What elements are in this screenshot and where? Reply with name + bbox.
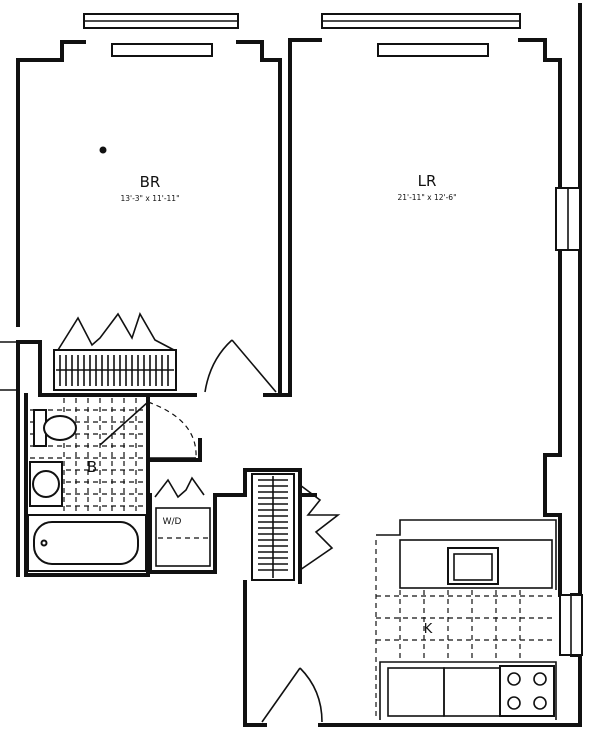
washer-dryer-label: W/D: [163, 517, 182, 527]
window-kitchen-right: [559, 594, 583, 656]
washer-dryer-closet: [154, 476, 211, 567]
living-room-dimensions: 21'-11" x 12'-6": [397, 193, 456, 202]
bedroom-label: BR: [140, 173, 161, 191]
window-br-top: [83, 13, 239, 57]
window-lr-right: [555, 187, 581, 251]
kitchen-counter: [375, 519, 557, 720]
bedroom-closet: [53, 312, 177, 391]
window-lr-top: [321, 13, 521, 57]
dot-mark: [99, 146, 107, 154]
kitchen-lower-cabinets: [379, 661, 557, 720]
hall-closet: [251, 473, 341, 581]
bathroom-sink: [29, 461, 63, 507]
bathroom-door: [99, 401, 197, 459]
toilet: [33, 409, 77, 447]
bedroom-door: [204, 339, 277, 393]
bathroom-label: B: [87, 458, 97, 476]
stove: [499, 665, 555, 717]
kitchen-tile-grid: [376, 590, 556, 660]
kitchen-label: K: [424, 622, 433, 637]
entry-door: [261, 667, 323, 723]
bathtub: [27, 514, 147, 572]
bedroom-dimensions: 13'-3" x 11'-11": [120, 194, 179, 203]
closet-shelf-hatching: [56, 355, 174, 386]
living-room-label: LR: [418, 172, 437, 190]
